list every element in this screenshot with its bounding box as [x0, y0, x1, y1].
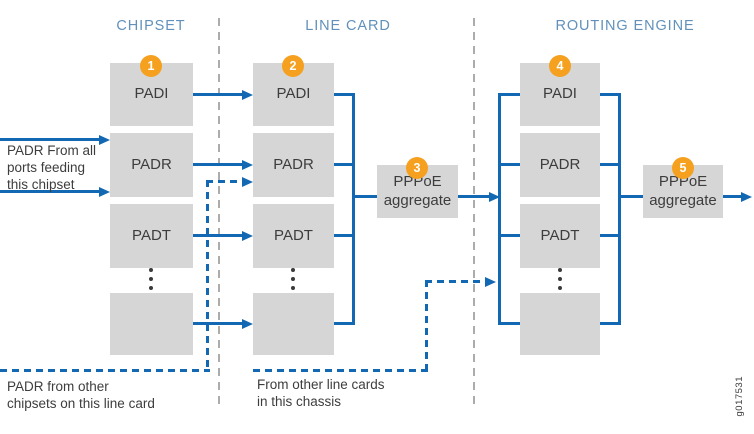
- chipset-padt-arrowhead-icon: [242, 231, 253, 241]
- linecard-other-box: [253, 293, 334, 355]
- figure-id-label: g017531: [734, 376, 745, 417]
- separator-chipset-linecard: [218, 18, 220, 410]
- routingengine-padi-out-stub: [600, 93, 620, 96]
- linecard-aggregate-output-line: [458, 195, 491, 198]
- routingengine-padr-out-stub: [600, 163, 620, 166]
- input-arrow-top-arrowhead-icon: [99, 135, 110, 145]
- other-linecards-dashed-arrow-line: [425, 280, 487, 283]
- other-chipsets-arrowhead-icon: [242, 177, 253, 187]
- linecard-ellipsis-icon: [291, 268, 295, 290]
- linecard-pppoe-aggregate-box: PPPoE aggregate: [377, 165, 458, 218]
- section-title-chipset: CHIPSET: [116, 18, 186, 34]
- step-badge-2: 2: [282, 55, 304, 77]
- routingengine-aggregate-input-stub: [619, 195, 643, 198]
- chipset-padr-box: PADR: [110, 133, 193, 197]
- left-input-label: PADR From all ports feeding this chipset: [7, 143, 97, 192]
- routingengine-other-box: [520, 293, 600, 355]
- bottom-left-label: PADR from other chipsets on this line ca…: [7, 379, 155, 411]
- routingengine-padt-box: PADT: [520, 204, 600, 268]
- routingengine-collector-line: [618, 93, 621, 325]
- section-title-line-card: LINE CARD: [305, 18, 391, 34]
- routingengine-other-input-stub: [500, 322, 520, 325]
- step-badge-4: 4: [549, 55, 571, 77]
- chipset-padr-arrow-line: [193, 163, 244, 166]
- routingengine-aggregate-output-arrowhead-icon: [741, 192, 752, 202]
- linecard-collector-line: [352, 93, 355, 325]
- bottom-middle-label: From other line cards in this chassis: [257, 377, 385, 409]
- linecard-other-stub: [334, 322, 355, 325]
- linecard-padt-stub: [334, 234, 355, 237]
- chipset-ellipsis-icon: [149, 268, 153, 290]
- other-chipsets-dashed-arrow-line: [206, 180, 243, 183]
- other-chipsets-dashed-bottom-line: [0, 369, 210, 372]
- linecard-aggregate-input-stub: [352, 195, 377, 198]
- routingengine-padr-box: PADR: [520, 133, 600, 197]
- linecard-padr-box: PADR: [253, 133, 334, 197]
- separator-linecard-routingengine: [473, 18, 475, 410]
- chipset-padr-arrowhead-icon: [242, 160, 253, 170]
- routingengine-padt-input-stub: [500, 234, 520, 237]
- chipset-padi-arrow-line: [193, 93, 244, 96]
- input-arrow-bottom-line: [0, 190, 101, 193]
- routingengine-ellipsis-icon: [558, 268, 562, 290]
- step-badge-3: 3: [406, 157, 428, 179]
- routingengine-other-out-stub: [600, 322, 620, 325]
- routingengine-padt-out-stub: [600, 234, 620, 237]
- chipset-other-box: [110, 293, 193, 355]
- chipset-other-arrow-line: [193, 322, 244, 325]
- routingengine-aggregate-output-line: [723, 195, 743, 198]
- routingengine-padr-input-stub: [500, 163, 520, 166]
- chipset-padt-arrow-line: [193, 234, 244, 237]
- step-badge-1: 1: [140, 55, 162, 77]
- input-arrow-top-line: [0, 138, 101, 141]
- routingengine-padi-input-stub: [500, 93, 520, 96]
- other-linecards-dashed-bottom-line: [253, 369, 428, 372]
- other-chipsets-dashed-vertical-line: [206, 180, 209, 371]
- linecard-aggregate-output-arrowhead-icon: [489, 192, 500, 202]
- chipset-padi-arrowhead-icon: [242, 90, 253, 100]
- other-linecards-arrowhead-icon: [485, 277, 496, 287]
- step-badge-5: 5: [672, 157, 694, 179]
- input-arrow-bottom-arrowhead-icon: [99, 187, 110, 197]
- section-title-routing-engine: ROUTING ENGINE: [555, 18, 695, 34]
- chipset-other-arrowhead-icon: [242, 319, 253, 329]
- routingengine-input-line: [498, 93, 501, 325]
- other-linecards-dashed-vertical-line: [425, 280, 428, 371]
- linecard-padt-box: PADT: [253, 204, 334, 268]
- linecard-padr-stub: [334, 163, 355, 166]
- chipset-padt-box: PADT: [110, 204, 193, 268]
- linecard-padi-stub: [334, 93, 355, 96]
